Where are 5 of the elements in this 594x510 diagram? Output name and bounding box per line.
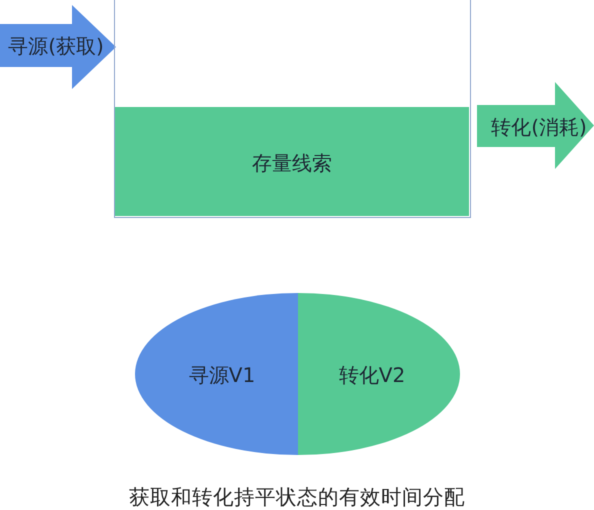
container-box	[114, 0, 471, 218]
caption: 获取和转化持平状态的有效时间分配	[129, 484, 465, 510]
block-arrow: 转化(消耗)	[477, 82, 594, 169]
filled-band: 存量线索	[115, 107, 469, 216]
block-arrow: 寻源(获取)	[0, 5, 116, 89]
